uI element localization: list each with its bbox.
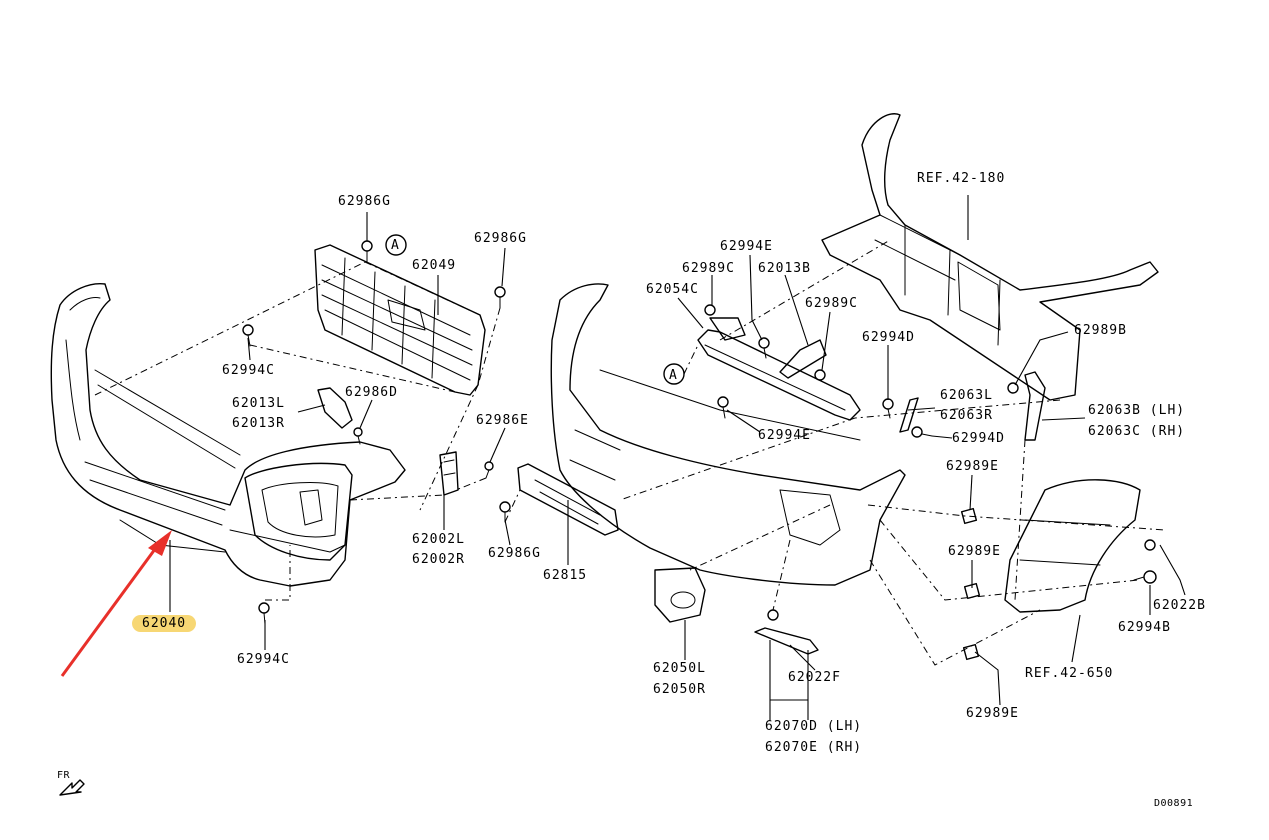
callout-62986g-lower[interactable]: 62986G (488, 546, 541, 561)
callout-62986g-top[interactable]: 62986G (338, 194, 391, 209)
highlight-arrow (60, 530, 172, 677)
callout-62989b[interactable]: 62989B (1074, 323, 1127, 338)
callout-62040-highlighted[interactable]: 62040 (132, 615, 197, 632)
callout-62013r[interactable]: 62013R (232, 416, 285, 431)
callout-62022b[interactable]: 62022B (1153, 598, 1206, 613)
callout-62070d-lh[interactable]: 62070D (LH) (765, 719, 863, 734)
front-direction-label: FR (57, 770, 71, 781)
front-bumper-fascia[interactable] (50, 283, 406, 587)
ref-marker-a-left (385, 234, 407, 256)
callout-62989c-right[interactable]: 62989C (805, 296, 858, 311)
callout-62070e-rh[interactable]: 62070E (RH) (765, 740, 863, 755)
ref-a-right-label: A (669, 368, 678, 383)
callout-62002r[interactable]: 62002R (412, 552, 465, 567)
callout-62989e-top[interactable]: 62989E (946, 459, 999, 474)
bracket-62002[interactable] (439, 451, 459, 496)
radiator-grille[interactable] (314, 244, 486, 396)
radiator-support-ref-42-180 (821, 113, 1159, 401)
bracket-62013[interactable] (317, 387, 353, 429)
callout-62022f[interactable]: 62022F (788, 670, 841, 685)
ref-42-180[interactable]: REF.42-180 (917, 171, 1006, 186)
callout-62989c-left[interactable]: 62989C (682, 261, 735, 276)
callout-62986e[interactable]: 62986E (476, 413, 529, 428)
callout-62994e-top[interactable]: 62994E (720, 239, 773, 254)
front-direction-arrow (59, 779, 85, 796)
callout-62050r[interactable]: 62050R (653, 682, 706, 697)
diagram-id: D00891 (1154, 798, 1194, 809)
callout-62815[interactable]: 62815 (543, 568, 588, 583)
bumper-cover-outline (550, 283, 906, 586)
callout-62986d[interactable]: 62986D (345, 385, 398, 400)
callout-62994d-bottom[interactable]: 62994D (952, 431, 1005, 446)
callout-62063b-lh[interactable]: 62063B (LH) (1088, 403, 1186, 418)
garnish-62070[interactable] (754, 627, 819, 655)
ref-a-left-label: A (391, 238, 400, 253)
leader-lines-left (169, 212, 569, 650)
callout-62994b[interactable]: 62994B (1118, 620, 1171, 635)
callout-62050l[interactable]: 62050L (653, 661, 706, 676)
callout-62994c-upper[interactable]: 62994C (222, 363, 275, 378)
leader-lines-right (677, 195, 1186, 720)
callout-62054c[interactable]: 62054C (646, 282, 699, 297)
callout-62989e-bottom[interactable]: 62989E (966, 706, 1019, 721)
callout-62989e-mid[interactable]: 62989E (948, 544, 1001, 559)
callout-62994c-lower[interactable]: 62994C (237, 652, 290, 667)
fasteners-left (242, 240, 511, 625)
callout-62994d-top[interactable]: 62994D (862, 330, 915, 345)
callout-62002l[interactable]: 62002L (412, 532, 465, 547)
splash-shield-ref-42-650 (1004, 479, 1141, 613)
bumper-absorber-62063[interactable] (899, 371, 1046, 441)
callout-62063l[interactable]: 62063L (940, 388, 993, 403)
fasteners-right (704, 304, 1157, 661)
callout-62063r[interactable]: 62063R (940, 408, 993, 423)
bumper-beam-reinforcement[interactable] (697, 317, 861, 421)
callout-62013l[interactable]: 62013L (232, 396, 285, 411)
callout-62063c-rh[interactable]: 62063C (RH) (1088, 424, 1186, 439)
ref-42-650[interactable]: REF.42-650 (1025, 666, 1114, 681)
callout-62049[interactable]: 62049 (412, 258, 457, 273)
fog-lamp-bezel[interactable] (654, 567, 706, 623)
assembly-lines-right (619, 239, 1166, 666)
callout-62994e-bottom[interactable]: 62994E (758, 428, 811, 443)
callout-62986g-right[interactable]: 62986G (474, 231, 527, 246)
callout-62013b[interactable]: 62013B (758, 261, 811, 276)
assembly-lines-left (94, 261, 521, 601)
